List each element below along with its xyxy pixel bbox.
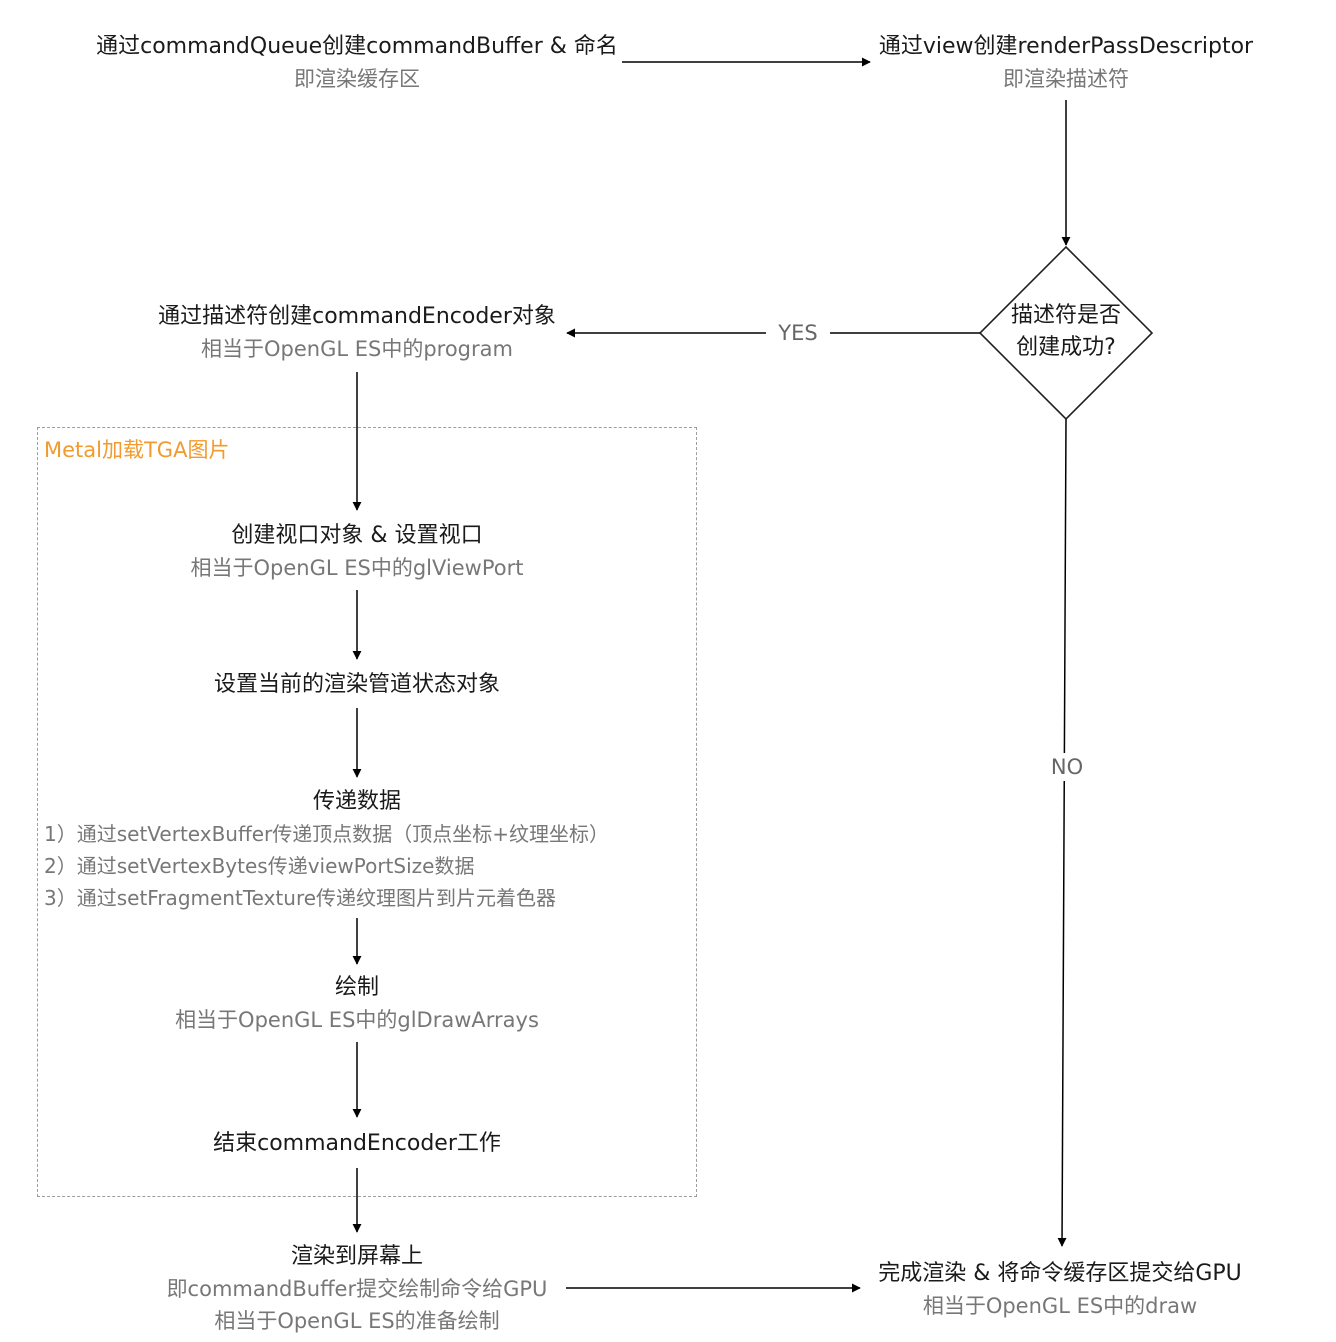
node-title: 传递数据 [312,789,401,814]
node-title: 结束commandEncoder工作 [213,1131,501,1156]
node-commit-to-gpu: 完成渲染 & 将命令缓存区提交给GPU 相当于OpenGL ES中的draw [840,1258,1280,1322]
node-draw: 绘制 相当于OpenGL ES中的glDrawArrays [157,972,557,1036]
node-title: 通过commandQueue创建commandBuffer & 命名 [96,34,618,59]
node-subtitle: 相当于OpenGL ES中的program [201,337,513,361]
node-pipeline-state: 设置当前的渲染管道状态对象 [157,669,557,701]
node-subtitle: 相当于OpenGL ES的准备绘制 [214,1309,500,1333]
metal-tga-group-box [37,427,697,1197]
node-viewport: 创建视口对象 & 设置视口 相当于OpenGL ES中的glViewPort [157,520,557,584]
node-subtitle: 即渲染描述符 [1003,67,1129,91]
node-pass-data: 传递数据 [257,786,457,818]
node-subtitle: 相当于OpenGL ES中的glViewPort [190,556,524,580]
node-title: 完成渲染 & 将命令缓存区提交给GPU [878,1261,1242,1286]
edge-label-no: NO [1040,753,1094,781]
node-title: 创建视口对象 & 设置视口 [231,523,483,548]
node-subtitle: 相当于OpenGL ES中的glDrawArrays [175,1008,539,1032]
decision-line-1: 描述符是否 [1010,303,1121,328]
decision-line-2: 创建成功? [1016,335,1116,360]
node-title: 渲染到屏幕上 [290,1244,423,1269]
pass-data-item: 2）通过setVertexBytes传递viewPortSize数据 [44,854,475,878]
node-title: 通过view创建renderPassDescriptor [878,34,1254,59]
node-title: 设置当前的渲染管道状态对象 [213,672,500,697]
node-render-to-screen: 渲染到屏幕上 即commandBuffer提交绘制命令给GPU 相当于OpenG… [107,1241,607,1337]
node-subtitle: 即commandBuffer提交绘制命令给GPU [166,1277,548,1301]
node-subtitle: 即渲染缓存区 [294,67,420,91]
node-create-command-buffer: 通过commandQueue创建commandBuffer & 命名 即渲染缓存… [57,31,657,95]
arrow-decision-no [1057,418,1067,1247]
group-label: Metal加载TGA图片 [44,438,230,462]
pass-data-item: 3）通过setFragmentTexture传递纹理图片到片元着色器 [44,886,557,910]
pass-data-list: 1）通过setVertexBuffer传递顶点数据（顶点坐标+纹理坐标） 2）通… [44,818,609,914]
node-end-encoding: 结束commandEncoder工作 [157,1128,557,1160]
node-title: 绘制 [334,975,379,1000]
node-create-encoder: 通过描述符创建commandEncoder对象 相当于OpenGL ES中的pr… [107,301,607,365]
node-subtitle: 相当于OpenGL ES中的draw [922,1294,1198,1318]
edge-label-yes: YES [766,319,830,347]
pass-data-item: 1）通过setVertexBuffer传递顶点数据（顶点坐标+纹理坐标） [44,822,610,846]
node-title: 通过描述符创建commandEncoder对象 [158,304,556,329]
node-decision-text: 描述符是否 创建成功? [996,300,1136,364]
node-create-render-pass-descriptor: 通过view创建renderPassDescriptor 即渲染描述符 [866,31,1266,95]
